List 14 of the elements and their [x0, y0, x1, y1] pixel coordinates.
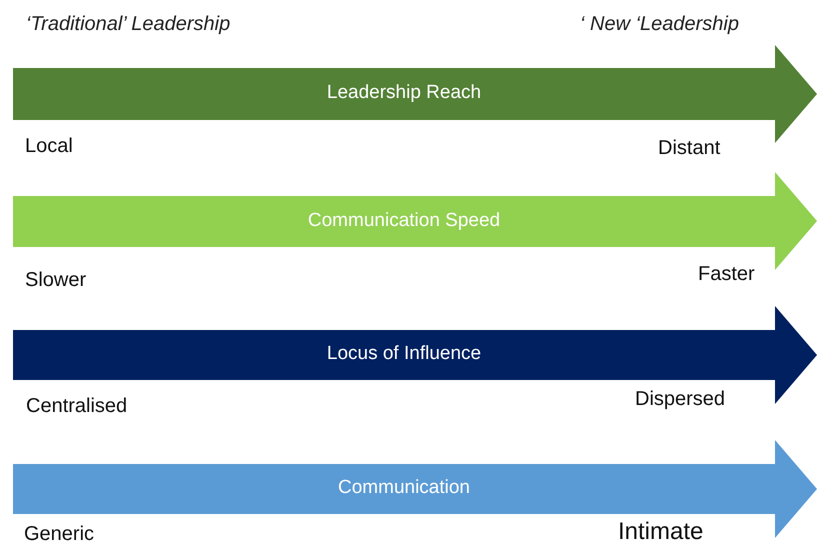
scale-end-label: Dispersed [635, 388, 726, 411]
scale-end-label: Local [25, 135, 73, 158]
scale-end-label: Distant [658, 137, 720, 160]
scale-end-label: Intimate [618, 518, 704, 546]
arrow-label: Leadership Reach [326, 82, 482, 104]
arrow-label: Communication [338, 477, 470, 499]
arrow-label: Locus of Influence [326, 343, 482, 365]
scale-end-label: Faster [698, 263, 755, 286]
arrow-label: Communication Speed [308, 210, 500, 232]
column-heading: ‘Traditional’ Leadership [26, 13, 230, 36]
scale-end-label: Generic [24, 523, 94, 546]
scale-end-label: Centralised [26, 395, 128, 418]
column-heading: ‘ New ‘Leadership [580, 13, 739, 36]
scale-end-label: Slower [25, 269, 86, 292]
